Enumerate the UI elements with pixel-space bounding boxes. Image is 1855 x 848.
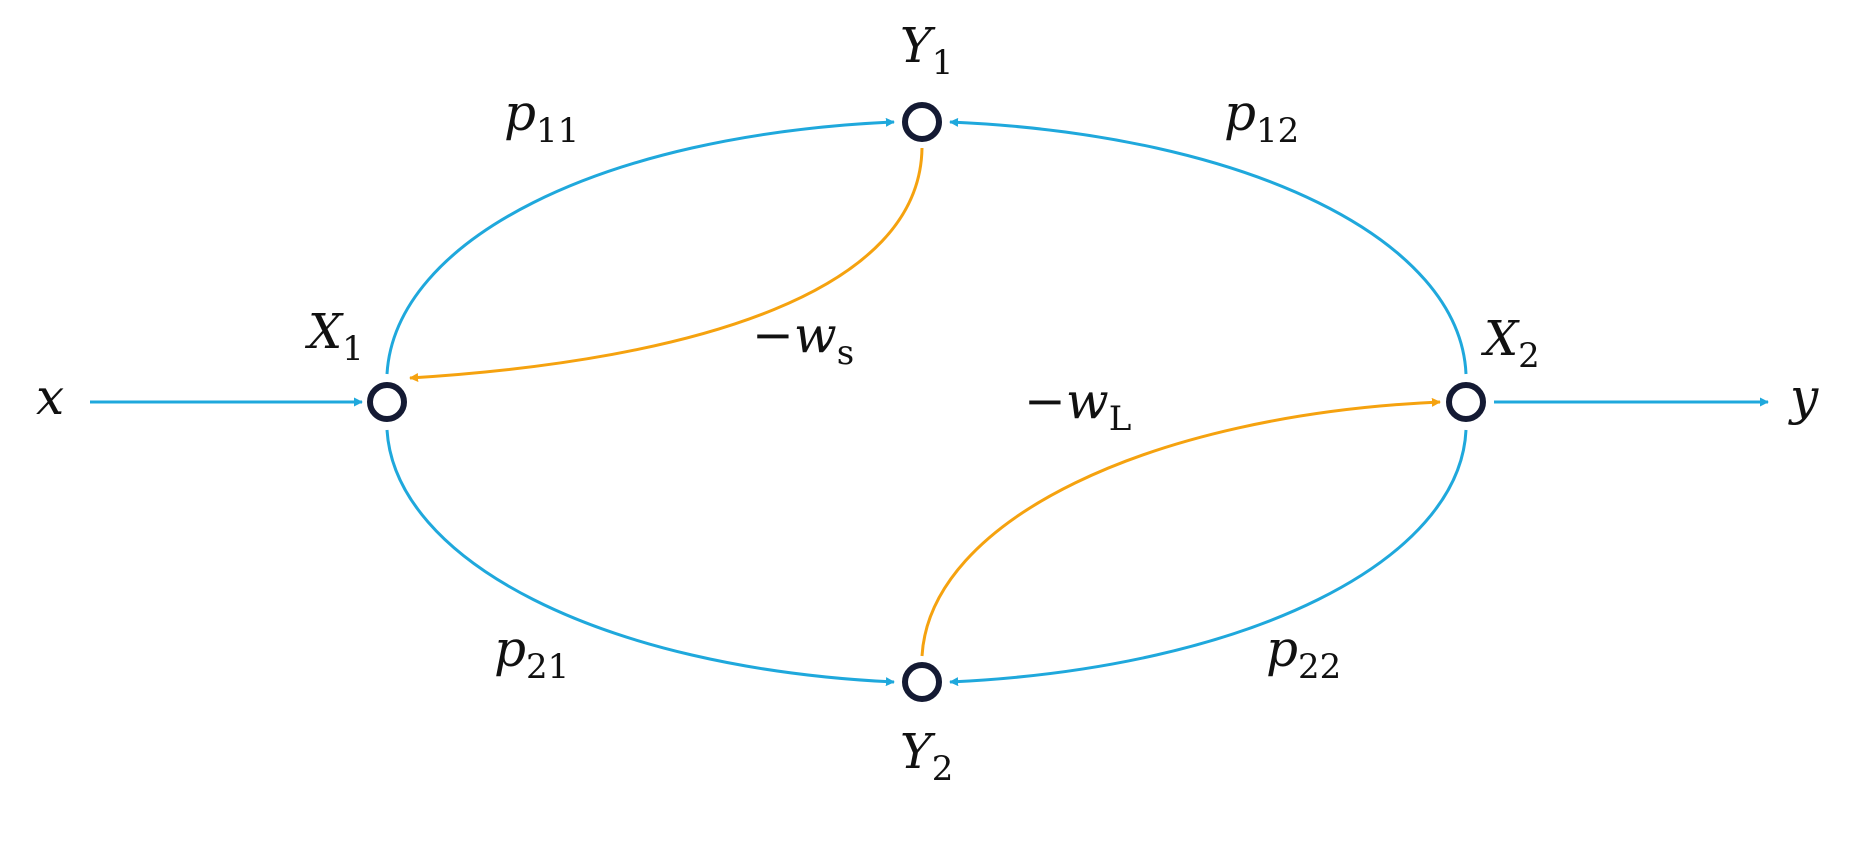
edge-p21-x1-to-y2: [385, 429, 895, 687]
label-wl: −wL: [1024, 372, 1131, 439]
label-p22: p22: [1266, 620, 1341, 687]
label-p11: p11: [504, 84, 579, 151]
edge-p22-x2-to-y2: [949, 429, 1468, 687]
edge-ws-y1-to-x1: [409, 147, 924, 382]
label-p12: p12: [1224, 84, 1299, 151]
edge-p12-x2-to-y1: [949, 117, 1468, 375]
label-p21: p21: [494, 620, 569, 687]
node-x2: [1446, 382, 1486, 422]
edge-p11-x1-to-y1: [385, 117, 895, 375]
node-y1: [902, 102, 942, 142]
label-y1: Y1: [900, 18, 953, 83]
node-x1: [367, 382, 407, 422]
label-y2: Y2: [900, 724, 953, 789]
label-x1: X1: [304, 304, 364, 369]
label-x2: X2: [1480, 311, 1540, 376]
label-ws: −ws: [752, 306, 854, 373]
node-y2: [902, 662, 942, 702]
label-input-x: x: [36, 368, 64, 426]
edge-wl-y2-to-x2: [920, 397, 1441, 657]
label-output-y: y: [1788, 368, 1819, 426]
